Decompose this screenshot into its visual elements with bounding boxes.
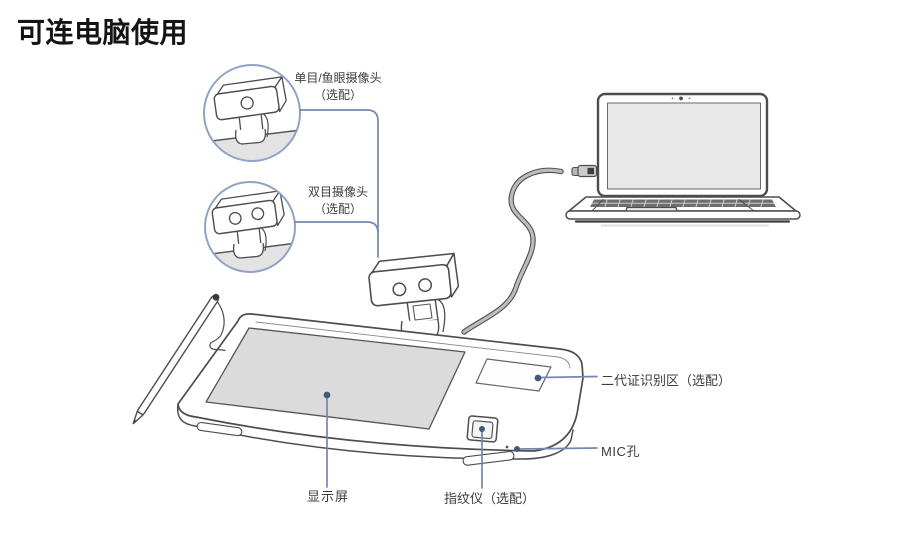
mic-hole [505,445,509,449]
label-fingerprint: 指纹仪（选配） [444,491,536,506]
id-recognition-area [475,358,552,392]
mounted-camera-neck-notch [412,303,433,321]
mono-camera-lens [240,96,254,110]
label-id-area: 二代证识别区（选配） [601,373,732,388]
stylus-tether-cord [209,299,226,352]
bino-camera-lens-right [251,207,265,221]
signing-pad-illustration [176,313,584,466]
laptop-illustration [565,92,801,227]
stylus-tip-point [133,419,137,424]
callout-lines [294,109,598,489]
callout-dot-id-area [534,374,542,382]
mono-callout-ring [203,64,301,162]
callout-dot-display [323,391,331,399]
label-mic: MIC孔 [601,444,640,459]
stylus-tip-cone [132,410,144,425]
laptop-key-separators [591,199,775,208]
device-display-screen [205,327,466,430]
callout-line-bino-camera [294,221,379,234]
label-bino-camera-name: 双目摄像头 [307,185,368,199]
laptop-front-edge [565,210,801,220]
stylus-cap [212,293,220,301]
mounted-camera-arm [436,298,446,333]
usb-cable-inner [462,168,563,334]
bino-camera-lens-left [228,211,242,225]
label-bino-camera: 双目摄像头 （选配） [283,184,393,218]
label-mono-camera-name: 单目/鱼眼摄像头 [294,71,382,85]
page-title: 可连电脑使用 [17,17,189,48]
laptop-deck-lines [591,199,755,212]
callout-line-mic [519,447,598,450]
mounted-camera-lens-left [392,282,407,297]
usb-cable-illustration [461,164,598,335]
device-inner-bezel-line [255,321,571,369]
mounted-camera-illustration [368,252,460,341]
laptop-webcam-icon [671,96,691,101]
bino-callout-ring [204,181,296,273]
bino-camera-foot [232,242,265,259]
callout-dots [323,374,542,452]
device-front-foot-left [196,421,243,437]
callout-line-id-area [540,375,598,379]
label-bino-camera-option: （选配） [313,202,362,216]
label-mono-camera-option: （选配） [313,88,362,102]
callout-dot-fingerprint [479,426,485,432]
usb-plug-icon [571,164,598,178]
label-display: 显示屏 [307,489,350,504]
device-front-foot-right [462,450,515,466]
label-mono-camera: 单目/鱼眼摄像头 （选配） [281,70,395,104]
callout-line-mono-camera [299,109,379,258]
mounted-camera-front-face [368,263,452,307]
laptop-display [607,102,761,190]
stylus-pen-illustration [132,293,226,425]
callout-dot-mic [514,446,520,452]
mounted-camera-lens-right [418,278,433,293]
mono-camera-foot [234,128,267,145]
